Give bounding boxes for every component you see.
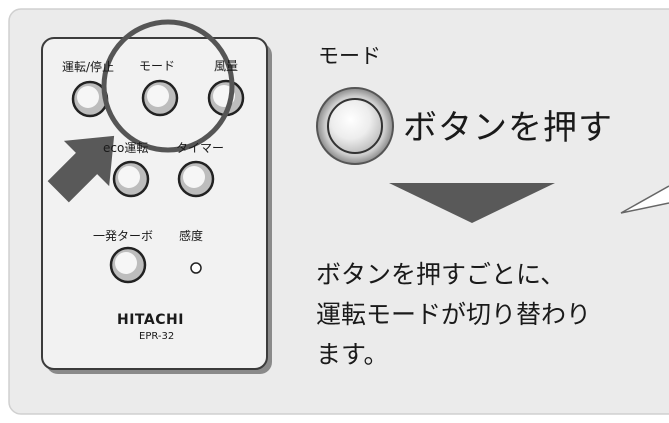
- label-timer: タイマー: [176, 141, 225, 155]
- label-power: 運転/停止: [62, 60, 115, 74]
- pointer-arrow-icon: [47, 135, 115, 203]
- button-timer: [177, 160, 215, 198]
- instruction-description: ボタンを押すごとに、 運転モードが切り替わり ます。: [316, 260, 592, 369]
- highlight-ring: [101, 19, 235, 153]
- speech-bubble-edge: [620, 185, 669, 214]
- down-arrow-icon: [389, 183, 555, 223]
- remote-body: [41, 37, 268, 370]
- brand-logo: HITACHI: [117, 312, 184, 328]
- button-power: [71, 80, 109, 118]
- button-mode: [141, 79, 179, 117]
- label-fan: 風量: [214, 59, 239, 73]
- label-turbo: 一発ターボ: [93, 229, 154, 243]
- label-mode: モード: [139, 59, 176, 73]
- mode-label: モード: [318, 44, 381, 68]
- label-eco: eco運転: [103, 141, 149, 155]
- mode-button-large-icon: [316, 87, 394, 165]
- model-number: EPR-32: [139, 331, 175, 342]
- label-sensitivity: 感度: [179, 229, 204, 243]
- sensor-indicator: [190, 262, 202, 274]
- button-turbo: [109, 246, 147, 284]
- button-eco: [112, 160, 150, 198]
- instruction-headline: ボタンを押す: [403, 108, 613, 148]
